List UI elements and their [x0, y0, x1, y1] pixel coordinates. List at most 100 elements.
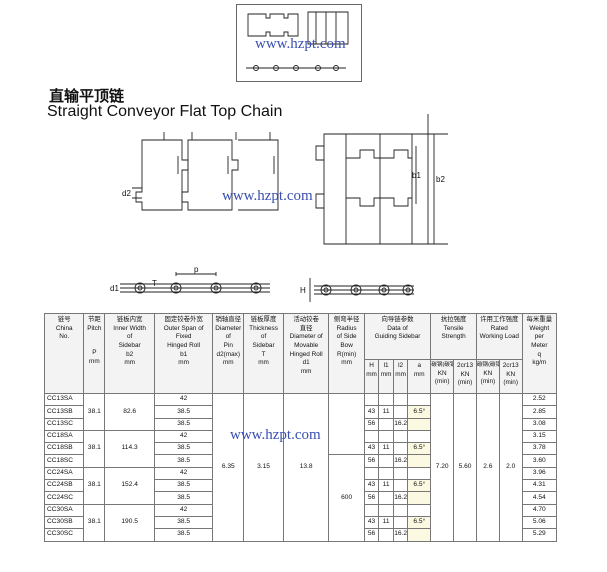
- cell-weight: 2.85: [521, 405, 558, 419]
- dim-label-b2: b2: [436, 175, 445, 184]
- cell-pitch: 38.1: [83, 429, 106, 468]
- cell-weight: 3.78: [521, 442, 558, 456]
- cell-chain-no: CC18SC: [43, 454, 85, 468]
- table-row: CC13SA 38.1 82.6 42 6.35 3.15 13.8 7.20 …: [43, 392, 558, 542]
- cell-h: 56: [363, 454, 380, 468]
- cell-chain-no: CC18SA: [43, 429, 85, 444]
- cell-outer-span: 38.5: [154, 442, 214, 456]
- cell-tensile-carbon: 7.20: [430, 393, 455, 542]
- cell-l2: [392, 479, 409, 493]
- cell-chain-no: CC13SC: [43, 417, 85, 431]
- cell-outer-span: 42: [154, 503, 214, 517]
- cell-l2: [392, 392, 409, 407]
- cell-pin-diameter: 6.35: [212, 393, 245, 542]
- cell-weight: 3.08: [521, 417, 558, 431]
- cell-inner-width: 114.3: [104, 429, 156, 468]
- cell-a: 6.5°: [407, 479, 432, 493]
- cell-a: [407, 503, 432, 517]
- cell-l2: [392, 515, 409, 530]
- cell-weight: 3.60: [521, 454, 558, 468]
- cell-h: 56: [363, 528, 380, 542]
- cell-outer-span: 38.5: [154, 479, 214, 493]
- cell-l1: 11: [378, 405, 394, 419]
- cell-l2: 16.2: [392, 454, 409, 468]
- cell-chain-no: CC30SA: [43, 503, 85, 517]
- cell-outer-span: 38.5: [154, 515, 214, 530]
- cell-h: [363, 392, 380, 407]
- thumbnail-drawing: [236, 4, 362, 82]
- cell-l1: [378, 454, 394, 468]
- cell-weight: 4.31: [521, 479, 558, 493]
- cell-chain-no: CC18SB: [43, 442, 85, 456]
- cell-pitch: 38.1: [83, 503, 106, 542]
- cell-weight: 5.29: [521, 528, 558, 542]
- cell-h: 43: [363, 405, 380, 419]
- cell-movable-roll: 13.8: [282, 393, 330, 542]
- cell-chain-no: CC13SB: [43, 405, 85, 419]
- cell-outer-span: 38.5: [154, 405, 214, 419]
- chain-plan-view: d2: [122, 132, 279, 211]
- cell-outer-span: 42: [154, 392, 214, 407]
- table-row: CC24SA 38.1 152.4 42 3.96: [43, 466, 558, 505]
- cell-a: [407, 528, 432, 542]
- cell-inner-width: 152.4: [104, 466, 156, 505]
- cell-chain-no: CC30SC: [43, 528, 85, 542]
- dim-label-b1: b1: [412, 171, 421, 180]
- cell-l1: [378, 491, 394, 505]
- cell-weight: 3.96: [521, 466, 558, 481]
- table-row: CC24SB 38.5 43 11 6.5° 4.31: [43, 479, 558, 493]
- cell-outer-span: 38.5: [154, 454, 214, 468]
- cell-h: [363, 503, 380, 517]
- table-row: CC24SC 38.5 56 16.2 4.54: [43, 491, 558, 505]
- cell-chain-no: CC30SB: [43, 515, 85, 530]
- spec-table-body: CC13SA 38.1 82.6 42 6.35 3.15 13.8 7.20 …: [43, 392, 558, 542]
- cell-work-carbon: 2.6: [475, 393, 500, 542]
- cell-l1: [378, 392, 394, 407]
- cell-l2: [392, 442, 409, 456]
- watermark-middle: www.hzpt.com: [222, 188, 313, 204]
- cell-thickness: 3.15: [243, 393, 284, 542]
- cell-tensile-2cr13: 5.60: [453, 393, 477, 542]
- cell-l1: [378, 466, 394, 481]
- table-row: CC18SC 38.5 600 56 16.2 3.60: [43, 454, 558, 542]
- table-row: CC30SC 38.5 56 16.2 5.29: [43, 528, 558, 542]
- chain-side-view: b1 b2: [315, 114, 448, 245]
- cell-weight: 2.52: [521, 392, 558, 407]
- cell-h: 43: [363, 515, 380, 530]
- cell-work-2cr13: 2.0: [498, 393, 523, 542]
- cell-outer-span: 38.5: [154, 417, 214, 431]
- cell-a: [407, 392, 432, 407]
- cell-radius: 600: [328, 454, 365, 542]
- chain-elevation-view: p d1 T: [110, 266, 270, 294]
- section-title-english: Straight Conveyor Flat Top Chain: [47, 103, 283, 120]
- cell-h: 43: [363, 479, 380, 493]
- cell-pitch: 38.1: [83, 466, 106, 505]
- dim-label-d1: d1: [110, 284, 119, 293]
- section-title-chinese: 直输平顶链: [49, 87, 125, 105]
- cell-l2: 16.2: [392, 491, 409, 505]
- cell-l2: [392, 405, 409, 419]
- dim-label-h: H: [300, 286, 306, 295]
- cell-h: 43: [363, 442, 380, 456]
- cell-weight: 5.06: [521, 515, 558, 530]
- cell-pitch: 38.1: [83, 393, 106, 431]
- table-row: CC30SA 38.1 190.5 42 4.70: [43, 503, 558, 542]
- cell-a: [407, 466, 432, 481]
- cell-h: 56: [363, 491, 380, 505]
- cell-inner-width: 190.5: [104, 503, 156, 542]
- table-row: CC30SB 38.5 43 11 6.5° 5.06: [43, 515, 558, 530]
- cell-a: [407, 417, 432, 431]
- dim-label-p: p: [194, 266, 199, 274]
